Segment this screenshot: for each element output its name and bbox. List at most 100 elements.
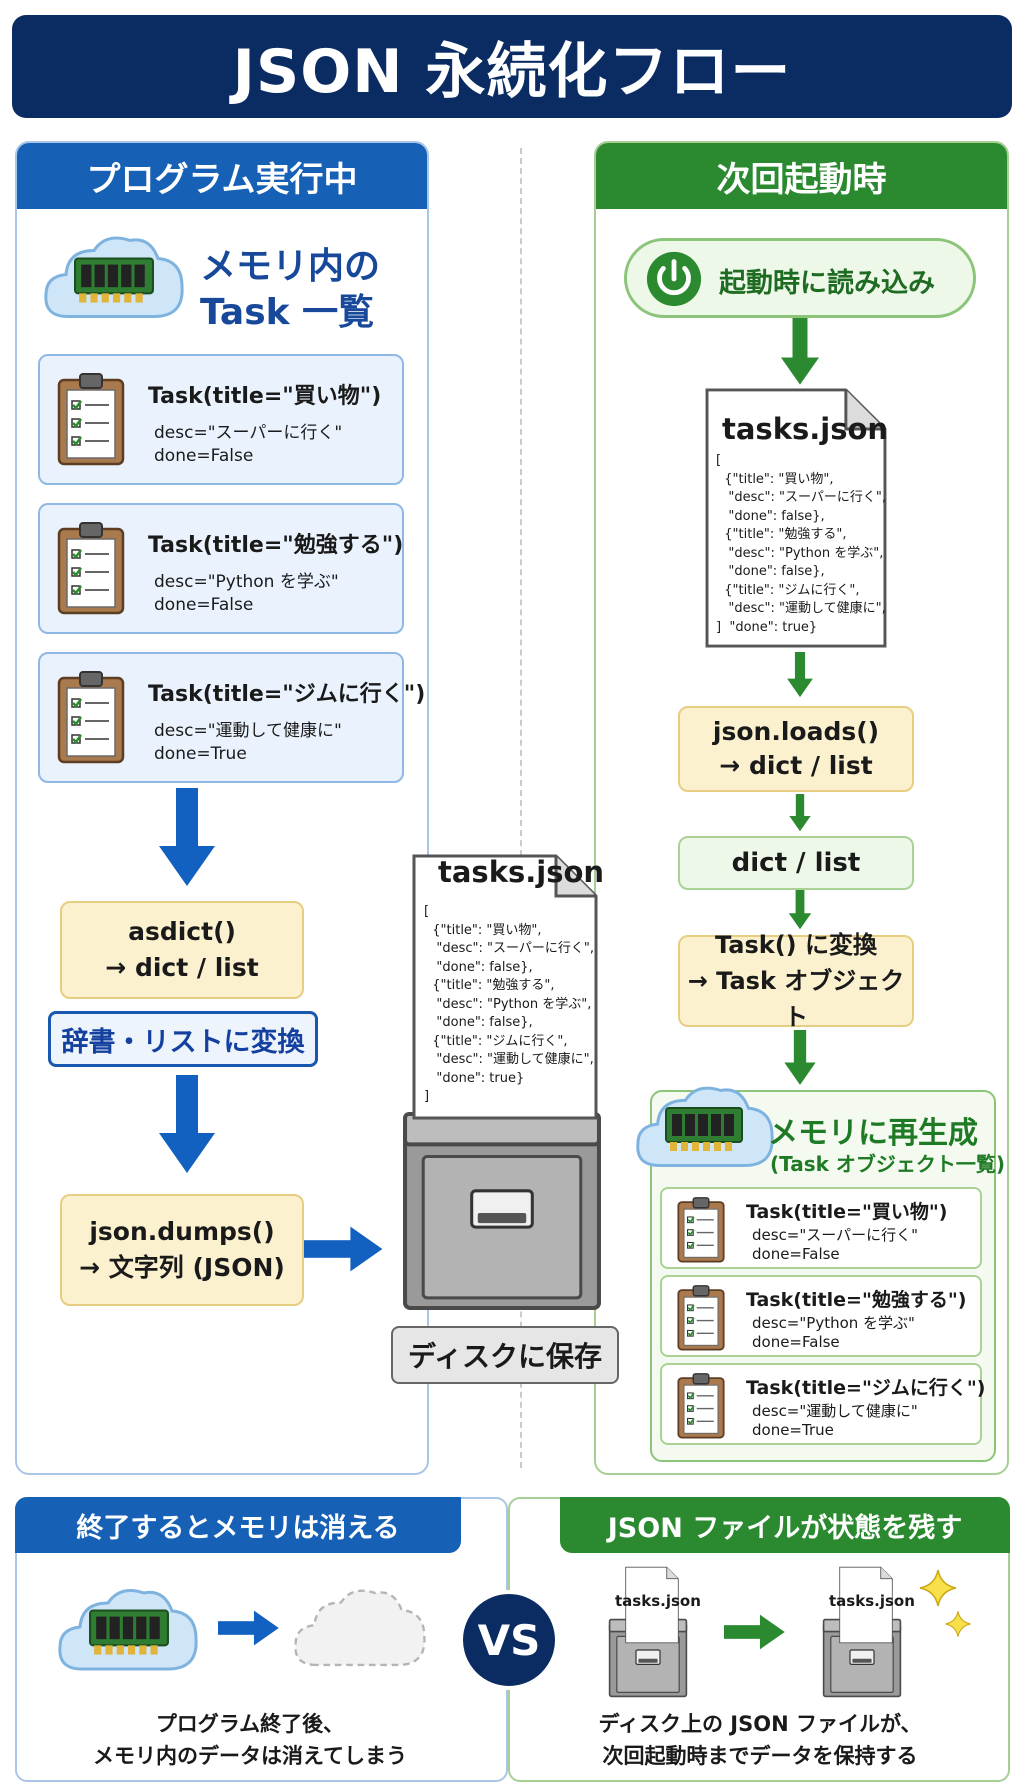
center-divider [520, 148, 522, 1468]
memory-chip-icon [88, 1606, 170, 1658]
doc-code-line: "done": true} [424, 1070, 525, 1086]
right-doc-content: [ {"title": "買い物", "desc": "スーパーに行く", "d… [716, 452, 886, 637]
arrow-down-icon [157, 1070, 217, 1180]
bottom-left-header: 終了するとメモリは消える [15, 1497, 461, 1553]
task-done: done=False [154, 595, 254, 615]
doc-code-line: {"title": "勉強する", [424, 978, 555, 993]
loads-line2: → dict / list [719, 751, 873, 780]
task-done: done=False [752, 1245, 840, 1263]
task-title: Task(title="ジムに行く") [148, 682, 426, 707]
task-done: done=False [154, 446, 254, 466]
doc-code-line: "done": false}, [424, 959, 533, 975]
task-title: Task(title="勉強する") [746, 1289, 967, 1311]
clipboard-icon [676, 1371, 726, 1439]
arrow-down-icon [157, 788, 217, 888]
task-title: Task(title="買い物") [746, 1201, 948, 1223]
dumps-line2: → 文字列 (JSON) [79, 1253, 285, 1282]
sparkle-icon [944, 1610, 972, 1638]
arrow-right-icon [724, 1612, 786, 1652]
task-convert-box: Task() に変換 → Task オブジェクト [678, 931, 914, 1031]
arrow-down-icon [770, 794, 830, 832]
dict-list-box: dict / list [678, 836, 914, 890]
power-icon [645, 250, 703, 308]
task-title: Task(title="買い物") [148, 384, 382, 409]
doc-code-line: ] "done": true} [716, 619, 818, 635]
clipboard-icon [56, 519, 126, 615]
doc-code-line: {"title": "ジムに行く", [424, 1033, 568, 1049]
task-desc: desc="スーパーに行く" [752, 1226, 919, 1244]
doc-code-line: "desc": "スーパーに行く", [716, 490, 886, 505]
task-card: Task(title="買い物") desc="スーパーに行く" done=Fa… [660, 1187, 982, 1269]
center-doc-content: [ {"title": "買い物", "desc": "スーパーに行く", "d… [424, 903, 594, 1107]
right-doc-title: tasks.json [722, 412, 889, 446]
bottom-right-header: JSON ファイルが状態を残す [560, 1497, 1010, 1553]
doc-code-line: {"title": "買い物", [716, 471, 834, 487]
doc-code-line: {"title": "ジムに行く", [716, 582, 860, 598]
asdict-line1: asdict() [128, 917, 236, 946]
file-label: tasks.json [829, 1592, 915, 1610]
task-title: Task(title="ジムに行く") [746, 1377, 986, 1399]
left-panel-header: プログラム実行中 [17, 143, 427, 209]
regen-title: メモリに再生成 [768, 1116, 978, 1151]
task-desc: desc="Python を学ぶ" [154, 572, 339, 592]
asdict-box: asdict() → dict / list [60, 901, 304, 999]
memory-chip-icon [664, 1104, 744, 1154]
task-done: done=True [752, 1421, 834, 1439]
save-to-disk-label: ディスクに保存 [391, 1326, 619, 1384]
task-card: Task(title="ジムに行く") desc="運動して健康に" done=… [660, 1363, 986, 1445]
arrow-down-icon [770, 318, 830, 386]
memory-title-line1: メモリ内の [200, 246, 381, 287]
arrow-right-icon [218, 1608, 280, 1648]
asdict-line2: → dict / list [105, 953, 259, 982]
vs-badge: VS [459, 1590, 559, 1690]
bottom-left-caption-line2: メモリ内のデータは消えてしまう [93, 1744, 407, 1768]
bottom-left-caption-line1: プログラム終了後、 [155, 1712, 345, 1736]
file-label: tasks.json [615, 1592, 701, 1610]
task-convert-line1: Task() に変換 [714, 931, 877, 959]
task-done: done=False [752, 1333, 840, 1351]
clipboard-icon [676, 1283, 726, 1351]
doc-code-line: "desc": "スーパーに行く", [424, 941, 594, 956]
startup-label: 起動時に読み込み [719, 268, 935, 299]
doc-code-line: "desc": "Python を学ぶ", [424, 996, 592, 1012]
doc-code-line: "done": false}, [424, 1015, 533, 1030]
memory-chip-icon [73, 254, 155, 306]
right-panel-header: 次回起動時 [596, 143, 1007, 209]
arrow-right-icon [304, 1222, 384, 1276]
doc-code-line: "desc": "運動して健康に", [716, 601, 886, 616]
clipboard-icon [676, 1195, 726, 1263]
bottom-right-caption-line1: ディスク上の JSON ファイルが、 [598, 1712, 922, 1736]
dumps-line1: json.dumps() [89, 1217, 275, 1246]
task-card: Task(title="勉強する") desc="Python を学ぶ" don… [38, 503, 404, 634]
center-doc-title: tasks.json [438, 855, 605, 889]
task-card: Task(title="勉強する") desc="Python を学ぶ" don… [660, 1275, 982, 1357]
regen-subtitle: (Task オブジェクト一覧) [770, 1152, 1006, 1176]
task-card: Task(title="買い物") desc="スーパーに行く" done=Fa… [38, 354, 404, 485]
dumps-box: json.dumps() → 文字列 (JSON) [60, 1194, 304, 1306]
task-desc: desc="運動して健康に" [752, 1402, 918, 1420]
doc-code-line: "done": false}, [716, 508, 825, 524]
doc-code-line: [ [716, 453, 722, 468]
arrow-down-icon [770, 652, 830, 698]
arrow-down-icon [770, 1030, 830, 1086]
convert-label: 辞書・リストに変換 [48, 1011, 318, 1067]
empty-cloud-icon [288, 1576, 430, 1682]
doc-code-line: [ [424, 904, 430, 919]
doc-code-line: "desc": "Python を学ぶ", [716, 545, 884, 561]
loads-box: json.loads() → dict / list [678, 706, 914, 792]
doc-code-line: {"title": "勉強する", [716, 527, 847, 542]
sparkle-icon [918, 1568, 958, 1608]
clipboard-icon [56, 370, 126, 466]
memory-title-line2: Task 一覧 [200, 292, 375, 333]
startup-pill: 起動時に読み込み [624, 238, 976, 318]
doc-code-line: {"title": "買い物", [424, 922, 542, 938]
task-title: Task(title="勉強する") [148, 533, 404, 558]
task-card: Task(title="ジムに行く") desc="運動して健康に" done=… [38, 652, 425, 783]
task-done: done=True [154, 744, 247, 764]
doc-code-line: "desc": "運動して健康に", [424, 1052, 594, 1067]
bottom-right-caption-line2: 次回起動時までデータを保持する [602, 1744, 918, 1768]
task-desc: desc="運動して健康に" [154, 721, 342, 741]
clipboard-icon [56, 668, 126, 764]
doc-code-line: ] [424, 1089, 430, 1104]
task-desc: desc="Python を学ぶ" [752, 1314, 915, 1332]
